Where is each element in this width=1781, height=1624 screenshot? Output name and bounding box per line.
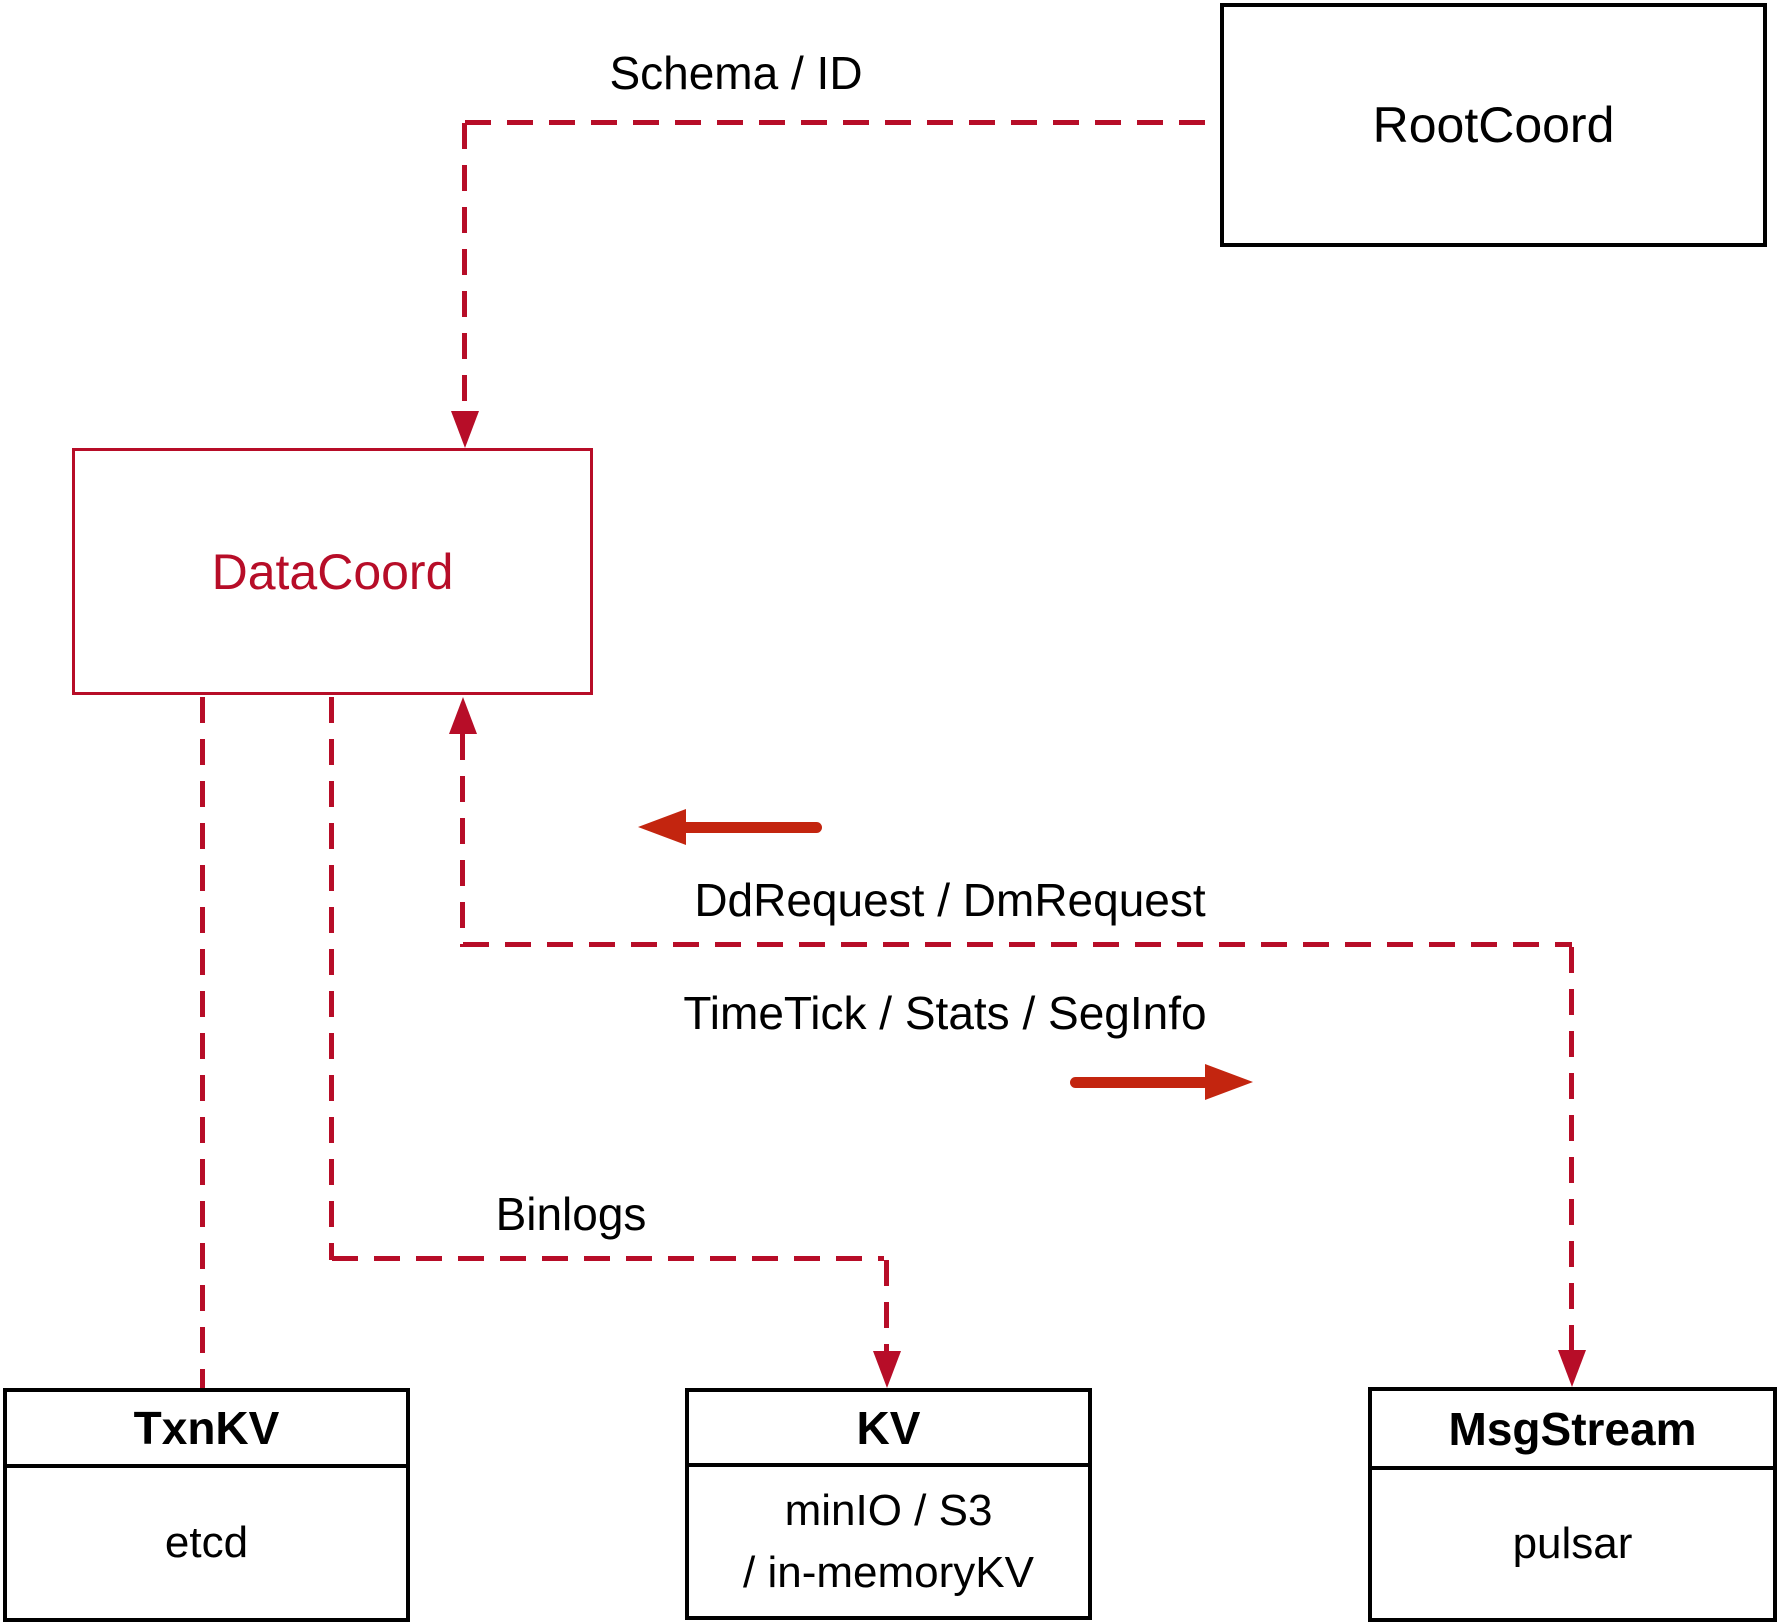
edge-label-schema-id: Schema / ID [609, 47, 863, 99]
datacoord-label: DataCoord [211, 543, 454, 600]
edge-label-timetick-stats-seginfo: TimeTick / Stats / SegInfo [683, 987, 1207, 1039]
arrowhead-into-datacoord-top-icon [451, 411, 479, 448]
edge-binlogs-horizontal [332, 1256, 884, 1261]
arrowhead-into-kv-top-icon [873, 1351, 901, 1388]
edge-datacoord-txnkv [200, 697, 205, 1388]
msgstream-body: pulsar [1372, 1470, 1773, 1618]
left-flow-arrow-icon [638, 809, 686, 845]
txnkv-header: TxnKV [7, 1392, 406, 1468]
rootcoord-label: RootCoord [1372, 97, 1615, 153]
left-flow-arrow-shaft [680, 822, 822, 833]
edge-binlogs-vertical-lower [884, 1260, 889, 1351]
txnkv-body: etcd [7, 1468, 406, 1618]
datacoord-node: DataCoord [72, 448, 593, 695]
arrowhead-into-datacoord-bottom-icon [449, 697, 477, 734]
edge-label-binlogs: Binlogs [495, 1188, 647, 1240]
edge-label-ddrequest-dmrequest: DdRequest / DmRequest [694, 874, 1206, 926]
edge-schema-id-horizontal [465, 120, 1220, 125]
edge-requests-vertical-right [1569, 947, 1574, 1350]
edge-requests-horizontal [463, 942, 1572, 947]
txnkv-impl-label: etcd [164, 1518, 249, 1567]
edge-requests-vertical-left [460, 734, 465, 947]
kv-body: minIO / S3 / in-memoryKV [689, 1467, 1088, 1616]
arrowhead-into-msgstream-top-icon [1558, 1350, 1586, 1387]
kv-node: KV minIO / S3 / in-memoryKV [685, 1388, 1092, 1620]
msgstream-header: MsgStream [1372, 1391, 1773, 1470]
right-flow-arrow-icon [1205, 1064, 1253, 1100]
right-flow-arrow-shaft [1070, 1077, 1210, 1088]
kv-header: KV [689, 1392, 1088, 1467]
edge-schema-id-vertical [462, 123, 467, 411]
edge-binlogs-vertical-upper [329, 697, 334, 1260]
kv-impl-line2: / in-memoryKV [743, 1547, 1034, 1597]
txnkv-node: TxnKV etcd [3, 1388, 410, 1622]
msgstream-node: MsgStream pulsar [1368, 1387, 1777, 1622]
rootcoord-node: RootCoord [1220, 3, 1767, 247]
kv-impl-line1: minIO / S3 [784, 1485, 993, 1535]
msgstream-impl-label: pulsar [1512, 1519, 1633, 1568]
